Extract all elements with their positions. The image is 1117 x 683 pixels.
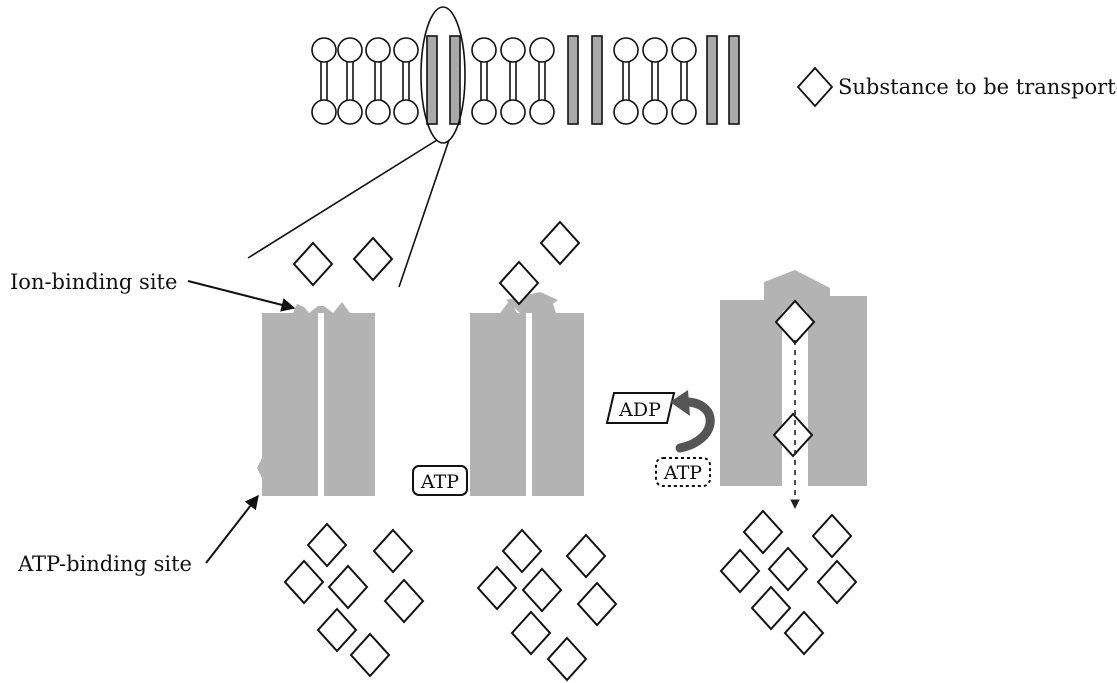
lipid-head-bottom (613, 99, 639, 125)
substance-diamond (772, 412, 814, 458)
lipid-head-top (500, 37, 526, 63)
substance-diamond (349, 632, 391, 678)
atp-to-adp-arrowhead (670, 390, 690, 416)
protein-left-subunit (720, 270, 795, 486)
ion-binding-notch (309, 306, 333, 313)
zoom-line-right (398, 139, 450, 288)
lipid-head-top (613, 37, 639, 63)
lipid-head-bottom (642, 99, 668, 125)
substance-diamond (510, 610, 552, 656)
atp-binding-site-pointer (205, 494, 259, 564)
membrane-protein-bar (426, 35, 438, 125)
legend-diamond-icon (796, 66, 834, 108)
lipid-head-bottom (471, 99, 497, 125)
lipid-head-top (529, 37, 555, 63)
zoom-ellipse (420, 6, 466, 144)
zoom-line-left (247, 139, 438, 259)
lipid-head-bottom (393, 99, 419, 125)
stage2-diamonds-bottom (476, 528, 618, 682)
substance-diamond (501, 528, 543, 574)
substance-diamond (811, 513, 853, 559)
lipid-head-bottom (337, 99, 363, 125)
lipid-bilayer (311, 35, 740, 125)
substance-diamond (306, 522, 348, 568)
transport-protein-stage1 (257, 302, 375, 496)
legend-label: Substance to be transported (838, 75, 1117, 99)
lipid-head-top (671, 37, 697, 63)
transport-protein-stage2 (470, 292, 584, 496)
protein-right-subunit (795, 270, 867, 486)
substance-diamond (352, 236, 394, 282)
substance-diamond (383, 578, 425, 624)
lipid-head-bottom (529, 99, 555, 125)
substance-diamond (783, 610, 825, 656)
membrane-protein-bar (449, 35, 461, 125)
substance-diamond (476, 565, 518, 611)
stage2-diamonds-top (498, 220, 581, 306)
lipid-head-top (471, 37, 497, 63)
substance-diamond (742, 509, 784, 555)
protein-right-subunit (324, 302, 375, 496)
membrane-protein-bar (591, 35, 603, 125)
lipid-head-top (393, 37, 419, 63)
lipid-head-bottom (500, 99, 526, 125)
protein-right-subunit (532, 296, 584, 496)
atp-box-stage3: ATP (655, 457, 711, 487)
substance-diamond (750, 585, 792, 631)
lipid-head-top (337, 37, 363, 63)
atp-binding-site-label: ATP-binding site (17, 552, 192, 576)
lipid-head-top (311, 37, 337, 63)
atp-label-stage2: ATP (420, 471, 459, 493)
membrane-protein-bar (728, 35, 740, 125)
membrane-protein-bar (567, 35, 579, 125)
membrane-protein-bar (706, 35, 718, 125)
substance-diamond (546, 636, 588, 682)
stage1-diamonds-top (292, 236, 394, 287)
ion-binding-site-label: Ion-binding site (10, 270, 177, 294)
lipid-head-bottom (311, 99, 337, 125)
lipid-head-bottom (671, 99, 697, 125)
stage3-diamonds-inside (772, 299, 816, 458)
substance-diamond (767, 546, 809, 592)
substance-diamond (292, 241, 334, 287)
protein-left-subunit (470, 300, 526, 496)
substance-diamond (719, 548, 761, 594)
protein-left-subunit (257, 304, 318, 496)
substance-diamond (539, 220, 581, 266)
legend: Substance to be transported (796, 66, 1117, 108)
substance-diamond (521, 567, 563, 613)
substance-diamond (565, 533, 607, 579)
adp-box-stage3: ADP (605, 392, 676, 424)
atp-label-stage3: ATP (663, 462, 702, 484)
lipid-head-bottom (365, 99, 391, 125)
substance-diamond (498, 260, 540, 306)
stage3-diamonds-bottom (719, 509, 858, 656)
substance-diamond (576, 581, 618, 627)
atp-to-adp-arrow (675, 397, 715, 453)
ion-binding-site-pointer (187, 280, 296, 312)
lipid-head-top (642, 37, 668, 63)
substance-diamond (372, 528, 414, 574)
substance-diamond (316, 607, 358, 653)
lipid-head-top (365, 37, 391, 63)
substance-diamond (816, 559, 858, 605)
substance-diamond (327, 564, 369, 610)
adp-label-stage3: ADP (618, 399, 661, 421)
stage1-diamonds-bottom (283, 522, 425, 678)
atp-box-stage2: ATP (412, 465, 468, 496)
substance-diamond (283, 559, 325, 605)
